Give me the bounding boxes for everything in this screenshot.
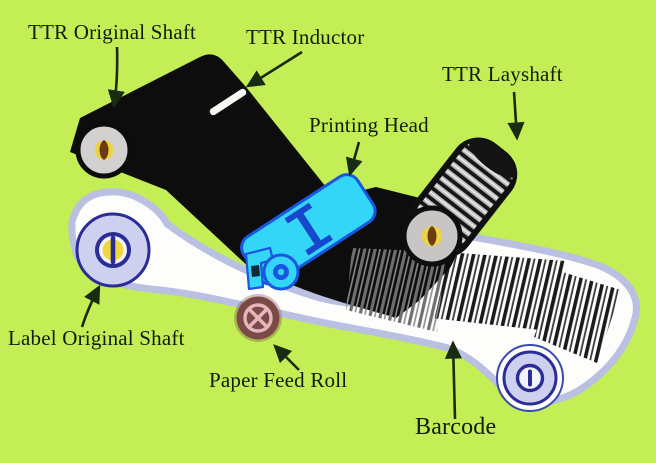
- printing-head-notch: [251, 265, 260, 277]
- label-original-shaft-roller: [75, 212, 151, 288]
- printing-head-block: [240, 173, 377, 291]
- printing-head-i-glyph: [284, 202, 333, 256]
- label-ttr-original-shaft: TTR Original Shaft: [28, 20, 197, 44]
- shaft-key: [110, 236, 116, 264]
- shaft-core: [99, 140, 109, 160]
- label-paper-feed-roll: Paper Feed Roll: [209, 368, 348, 392]
- shaft-core: [427, 226, 437, 246]
- printing-head-bracket: [244, 246, 275, 291]
- arrow-printing-head: [345, 141, 363, 177]
- label-ttr-layshaft: TTR Layshaft: [442, 62, 563, 86]
- label-barcode: Barcode: [415, 414, 497, 440]
- arrow-ttr-original-shaft: [107, 46, 125, 109]
- label-ttr-inductor: TTR Inductor: [246, 25, 365, 49]
- arrow-paper-feed-roll: [273, 344, 300, 371]
- barcode-print: [431, 252, 621, 363]
- ttr-layshaft-roller: [401, 137, 518, 267]
- arrow-label-original-shaft: [80, 284, 101, 328]
- ttr-inductor-mark: [209, 88, 247, 116]
- label-printing-head: Printing Head: [309, 113, 429, 137]
- arrow-ttr-layshaft: [507, 91, 525, 141]
- barcode-group-right: [534, 271, 621, 363]
- arrow-barcode: [444, 340, 462, 420]
- paper-feed-roller: [234, 294, 282, 342]
- annotation-arrows: [80, 46, 525, 420]
- ttr-original-shaft-roller: [75, 121, 133, 179]
- label-label-original-shaft: Label Original Shaft: [8, 326, 185, 350]
- arrow-ttr-inductor: [245, 50, 303, 88]
- used-ribbon-stripes: [346, 248, 446, 332]
- shaft-key: [528, 369, 532, 387]
- label-paper: [72, 192, 637, 403]
- barcode-group-left: [431, 252, 566, 331]
- paper-exit-roller: [496, 344, 564, 412]
